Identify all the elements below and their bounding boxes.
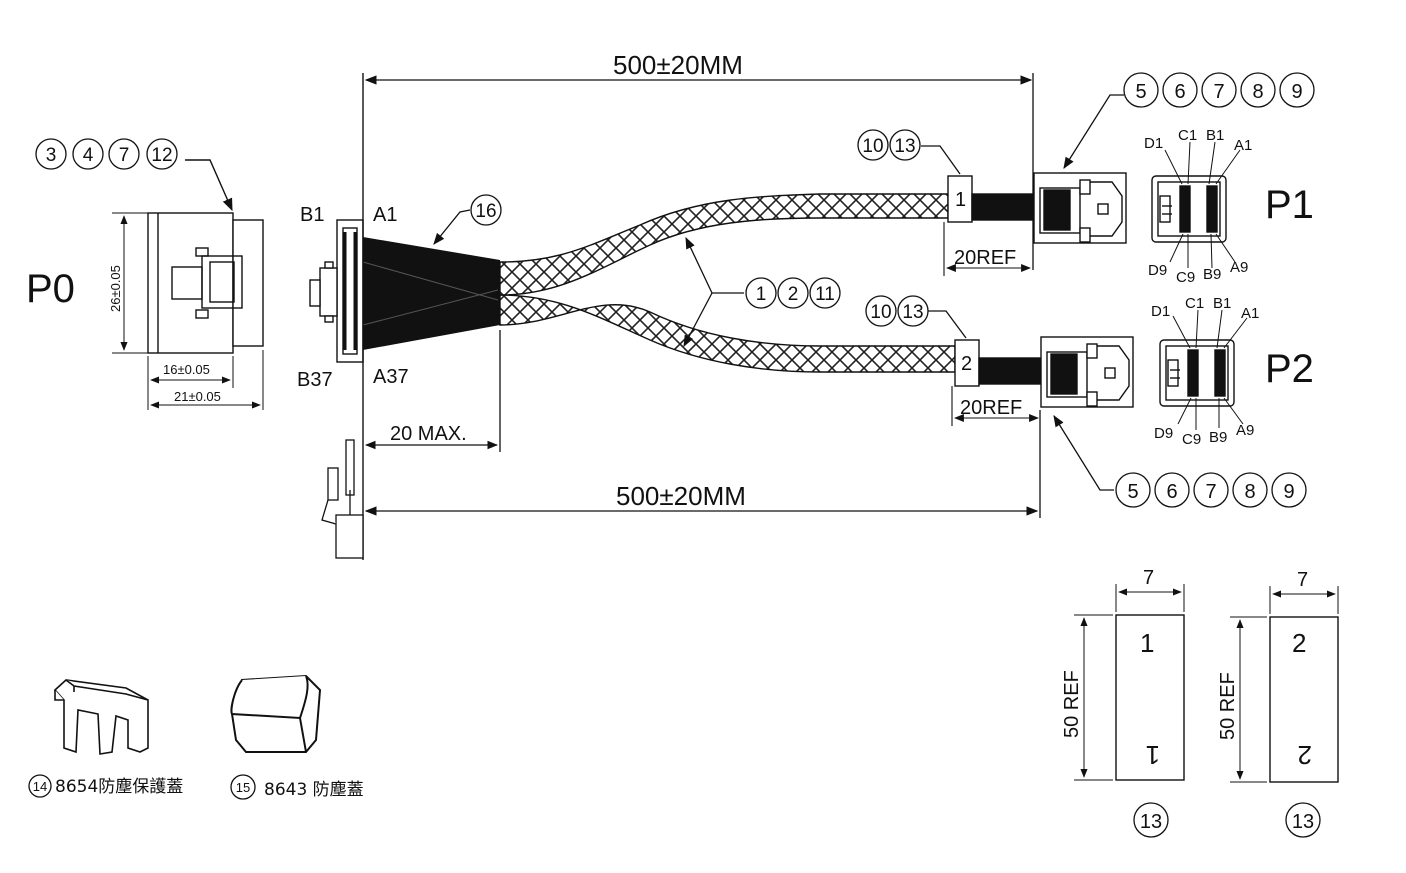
- item14-description: 8654防塵保護蓋: [55, 777, 183, 797]
- p1-label-callouts: 10 13: [857, 129, 921, 161]
- item14-number: 14: [33, 779, 47, 794]
- p1-pin-d9: D9: [1148, 262, 1167, 279]
- p2-ref-dim: 20REF: [960, 397, 1022, 419]
- p1-callout-9: 9: [1291, 81, 1302, 103]
- p2-pin-d9: D9: [1154, 425, 1173, 442]
- p2-callouts: 5 6 7 8 9: [1115, 472, 1307, 508]
- bottom-length-dim: 500±20MM: [616, 481, 746, 511]
- label1-callout-13: 13: [1140, 811, 1162, 833]
- cable-callout-leaders: [683, 236, 744, 348]
- label2-width-dim: 7: [1297, 569, 1308, 591]
- label2-height-dim: 50 REF: [1217, 672, 1239, 740]
- label1-top-text: 1: [1140, 628, 1154, 658]
- p0-label: P0: [26, 267, 75, 311]
- p0-side-view: [112, 159, 264, 410]
- p2-callout-9: 9: [1283, 481, 1294, 503]
- p2-tag: 2: [961, 353, 972, 375]
- label2-bottom-text: 2: [1298, 740, 1312, 770]
- p2-pin-a9: A9: [1236, 422, 1254, 439]
- label2-callout-13: 13: [1292, 811, 1314, 833]
- cable-callouts: 1 2 11: [745, 277, 841, 309]
- p2-callout-7: 7: [1205, 481, 1216, 503]
- p2-pin-d1: D1: [1151, 303, 1170, 320]
- p1-pin-a9: A9: [1230, 259, 1248, 276]
- p2-pin-c1: C1: [1185, 295, 1204, 312]
- item15-description: 8643 防塵蓋: [264, 780, 364, 800]
- p1-connector: [947, 172, 1127, 244]
- p2-label-callouts: 10 13: [865, 295, 929, 327]
- cable-p1: [499, 193, 949, 296]
- p0-connector: [309, 219, 364, 363]
- p0-pin-a37: A37: [373, 366, 409, 388]
- p1-pin-leaders: [1164, 141, 1241, 269]
- p2-pin-leaders: [1172, 309, 1248, 430]
- p1-callout-5: 5: [1135, 81, 1146, 103]
- label1-width-dim: 7: [1143, 567, 1154, 589]
- p0-width-16-dim: 16±0.05: [163, 362, 210, 377]
- p1-pin-b1: B1: [1206, 127, 1224, 144]
- p1-callout-8: 8: [1252, 81, 1263, 103]
- p0-pin-a1: A1: [373, 204, 397, 226]
- shrink-sleeve: [363, 237, 500, 350]
- p1-callouts: 5 6 7 8 9: [1123, 72, 1315, 108]
- p1-label: P1: [1265, 183, 1314, 227]
- p1-ref-dim: 20REF: [954, 247, 1016, 269]
- p2-label-callout-13: 13: [902, 302, 923, 323]
- p2-label: P2: [1265, 347, 1314, 391]
- p1-pin-c1: C1: [1178, 127, 1197, 144]
- p2-pin-c9: C9: [1182, 431, 1201, 448]
- p1-label-callout-13: 13: [894, 136, 915, 157]
- p0-height-dim: 26±0.05: [108, 265, 123, 312]
- label2-top-text: 2: [1292, 628, 1306, 658]
- p1-callout-7: 7: [1213, 81, 1224, 103]
- cable-callout-2: 2: [788, 284, 799, 305]
- p2-callout-8: 8: [1244, 481, 1255, 503]
- p2-pin-b1: B1: [1213, 295, 1231, 312]
- p2-pin-b9: B9: [1209, 429, 1227, 446]
- p2-pin-a1: A1: [1241, 305, 1259, 322]
- p1-pin-c9: C9: [1176, 269, 1195, 286]
- cable-callout-11: 11: [815, 284, 835, 305]
- p1-pin-a1: A1: [1234, 137, 1252, 154]
- p0-callout-12: 12: [151, 145, 172, 166]
- p1-label-callout-10: 10: [862, 136, 883, 157]
- sleeve-callout-16: 16: [475, 201, 496, 222]
- p1-pin-b9: B9: [1203, 266, 1221, 283]
- p2-front-face: [1159, 339, 1235, 407]
- p1-callout-6: 6: [1174, 81, 1185, 103]
- max-20-dim: 20 MAX.: [390, 423, 467, 445]
- p0-pin-b1: B1: [300, 204, 324, 226]
- top-length-dim: 500±20MM: [613, 50, 743, 80]
- p0-callout-4: 4: [83, 145, 94, 166]
- p2-label-callout-10: 10: [870, 302, 891, 323]
- label1-bottom-text: 1: [1146, 740, 1160, 770]
- dust-cap-8654: [53, 679, 149, 755]
- cable-label-1: [1074, 584, 1185, 781]
- cable-label-2: [1230, 586, 1339, 783]
- p2-connector: [954, 336, 1134, 408]
- p0-callouts: 3 4 7 12: [35, 138, 178, 170]
- p2-callout-5: 5: [1127, 481, 1138, 503]
- p0-latch: [321, 439, 364, 559]
- p1-front-face: [1151, 175, 1227, 243]
- p0-pin-b37: B37: [297, 369, 333, 391]
- item15-number: 15: [236, 780, 250, 795]
- p2-callout-6: 6: [1166, 481, 1177, 503]
- label1-height-dim: 50 REF: [1061, 670, 1083, 738]
- p1-tag: 1: [955, 189, 966, 211]
- p0-callout-7: 7: [119, 145, 130, 166]
- p1-pin-d1: D1: [1144, 135, 1163, 152]
- p0-width-21-dim: 21±0.05: [174, 389, 221, 404]
- cable-callout-1: 1: [756, 284, 767, 305]
- dust-cap-8643: [230, 674, 322, 753]
- p0-callout-3: 3: [46, 145, 57, 166]
